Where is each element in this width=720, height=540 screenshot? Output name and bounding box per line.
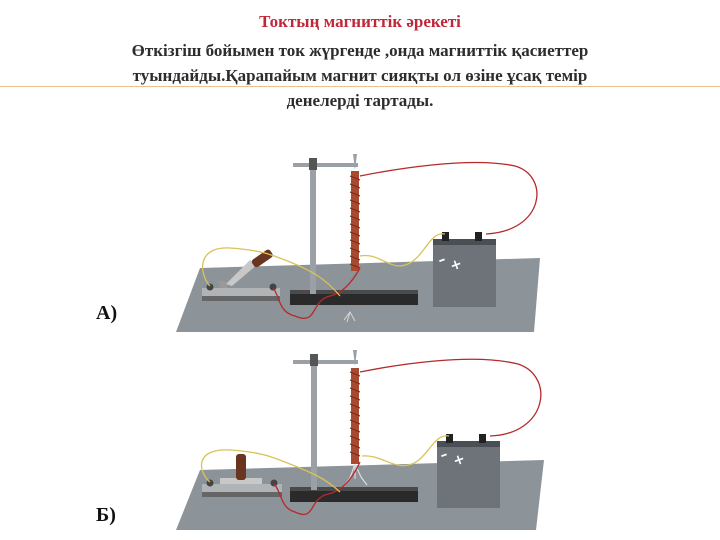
electromagnet-coil bbox=[349, 350, 361, 464]
figure-b-label: Б) bbox=[96, 504, 116, 526]
connecting-wires bbox=[202, 161, 538, 319]
header-divider-line bbox=[0, 86, 720, 87]
body-line-2: туындайды.Қарапайым магнит сияқты ол өзі… bbox=[132, 66, 588, 85]
figure-a-label: А) bbox=[96, 302, 118, 324]
slide-title: Токтың магниттік әрекеті bbox=[259, 12, 461, 31]
knife-switch-open bbox=[202, 249, 280, 301]
connecting-wires bbox=[200, 358, 542, 515]
experiment-figure-a: – + bbox=[175, 136, 545, 334]
electromagnet-coil bbox=[349, 154, 361, 271]
body-line-3: денелерді тартады. bbox=[286, 91, 434, 110]
iron-filings bbox=[343, 311, 356, 323]
battery: – + bbox=[433, 232, 496, 307]
battery-plus-sign: + bbox=[448, 256, 464, 275]
experiment-figure-b: – + bbox=[150, 336, 545, 532]
slide-body-text: Өткізгіш бойымен ток жүргенде ,онда магн… bbox=[50, 38, 670, 113]
body-line-1: Өткізгіш бойымен ток жүргенде ,онда магн… bbox=[131, 41, 589, 60]
lab-stand bbox=[290, 354, 418, 502]
lab-stand bbox=[290, 158, 418, 305]
battery-plus-sign: + bbox=[451, 451, 467, 470]
battery: – + bbox=[437, 434, 500, 508]
